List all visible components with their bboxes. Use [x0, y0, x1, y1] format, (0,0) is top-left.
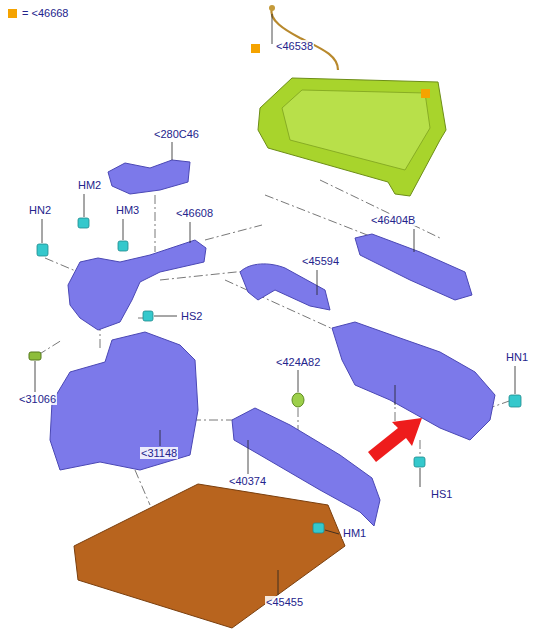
- legend-swatch: [8, 9, 17, 18]
- callout-number: HM1: [342, 527, 367, 539]
- callout-number: HN2: [28, 204, 52, 216]
- callout-number: HM3: [115, 204, 140, 216]
- marker: [421, 89, 430, 98]
- callout-number: <40374: [228, 475, 267, 487]
- callout-number: <424A82: [275, 356, 321, 368]
- trim-panels: [50, 160, 495, 526]
- clip: [29, 352, 41, 360]
- callout-number: <31148: [140, 447, 178, 459]
- callout-number: HN1: [505, 351, 529, 363]
- leader-lines: [35, 14, 515, 595]
- legend-text: = <46668: [22, 7, 69, 19]
- callout-number: <46404B: [370, 214, 416, 226]
- callout-number: HM2: [77, 179, 102, 191]
- cable-end: [269, 5, 275, 11]
- plug: [292, 393, 304, 407]
- callout-number: <46538: [275, 40, 314, 52]
- callout-number: <45594: [301, 255, 340, 267]
- parcel-shelf: [258, 78, 446, 196]
- load-floor-carpet: [74, 484, 345, 628]
- fasteners: [37, 218, 521, 533]
- marker: [251, 44, 260, 53]
- cable: [271, 8, 338, 70]
- callout-number: HS2: [180, 310, 203, 322]
- callout-number: <31066: [18, 393, 57, 405]
- callout-number: HS1: [430, 488, 453, 500]
- callout-number: <45455: [265, 596, 304, 608]
- pointer-arrow: [368, 418, 422, 462]
- callout-number: <280C46: [153, 128, 200, 140]
- assembly-lines: [38, 180, 512, 522]
- callout-number: <46608: [175, 207, 214, 219]
